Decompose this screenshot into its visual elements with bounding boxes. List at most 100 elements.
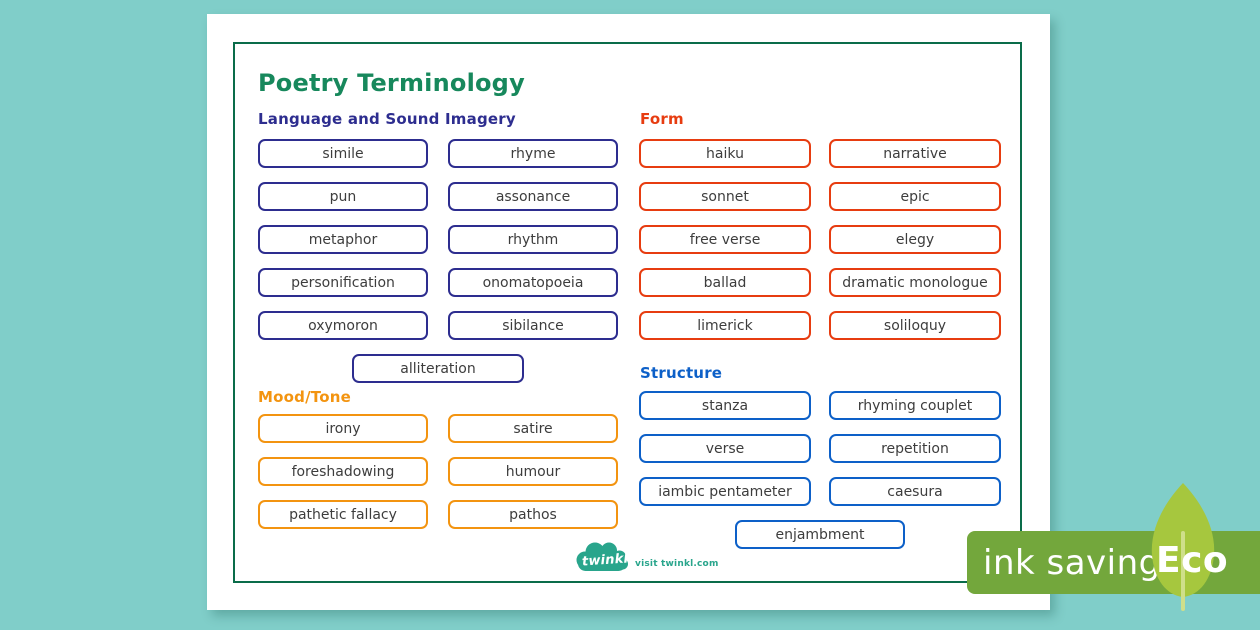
term-row: metaphor rhythm xyxy=(258,225,618,254)
page-title: Poetry Terminology xyxy=(258,69,525,97)
term-box-rhyming-couplet: rhyming couplet xyxy=(829,391,1001,420)
term-row: foreshadowing humour xyxy=(258,457,618,486)
section-header-structure: Structure xyxy=(640,364,723,382)
term-label: assonance xyxy=(495,188,571,205)
term-box-rhythm: rhythm xyxy=(448,225,618,254)
term-label: stanza xyxy=(701,397,749,414)
term-box-stanza: stanza xyxy=(639,391,811,420)
term-box-satire: satire xyxy=(448,414,618,443)
term-box-metaphor: metaphor xyxy=(258,225,428,254)
term-label: free verse xyxy=(689,231,761,248)
section-header-form: Form xyxy=(640,110,684,128)
term-row: pun assonance xyxy=(258,182,618,211)
term-label: pathetic fallacy xyxy=(289,506,397,523)
visit-twinkl-text: visit twinkl.com xyxy=(635,559,719,569)
term-box-foreshadowing: foreshadowing xyxy=(258,457,428,486)
term-box-ballad: ballad xyxy=(639,268,811,297)
term-label: enjambment xyxy=(775,526,865,543)
twinkl-logo: twinkl visit twinkl.com xyxy=(573,540,773,580)
term-label: rhythm xyxy=(507,231,559,248)
term-label: pathos xyxy=(509,506,557,523)
term-box-sibilance: sibilance xyxy=(448,311,618,340)
term-row: sonnet epic xyxy=(639,182,1001,211)
term-box-onomatopoeia: onomatopoeia xyxy=(448,268,618,297)
term-label: epic xyxy=(900,188,930,205)
term-box-repetition: repetition xyxy=(829,434,1001,463)
term-box-dramatic-monologue: dramatic monologue xyxy=(829,268,1001,297)
term-row: iambic pentameter caesura xyxy=(639,477,1001,506)
term-box-soliloquy: soliloquy xyxy=(829,311,1001,340)
term-box-free-verse: free verse xyxy=(639,225,811,254)
term-label: verse xyxy=(705,440,745,457)
term-row: haiku narrative xyxy=(639,139,1001,168)
term-row: stanza rhyming couplet xyxy=(639,391,1001,420)
section-header-language: Language and Sound Imagery xyxy=(258,110,516,128)
term-row: alliteration xyxy=(258,354,618,383)
term-row: ballad dramatic monologue xyxy=(639,268,1001,297)
term-label: dramatic monologue xyxy=(842,274,988,291)
term-box-iambic-pentameter: iambic pentameter xyxy=(639,477,811,506)
term-box-irony: irony xyxy=(258,414,428,443)
term-box-narrative: narrative xyxy=(829,139,1001,168)
term-box-assonance: assonance xyxy=(448,182,618,211)
term-box-epic: epic xyxy=(829,182,1001,211)
term-label: narrative xyxy=(883,145,947,162)
term-row: personification onomatopoeia xyxy=(258,268,618,297)
term-label: haiku xyxy=(706,145,744,162)
term-label: limerick xyxy=(697,317,753,334)
term-label: personification xyxy=(291,274,395,291)
term-box-elegy: elegy xyxy=(829,225,1001,254)
section-header-mood: Mood/Tone xyxy=(258,388,351,406)
eco-leaf-icon xyxy=(1151,483,1215,611)
term-box-caesura: caesura xyxy=(829,477,1001,506)
term-label: irony xyxy=(325,420,361,437)
worksheet-card: Poetry Terminology Language and Sound Im… xyxy=(207,14,1050,610)
term-label: foreshadowing xyxy=(291,463,395,480)
term-label: sibilance xyxy=(502,317,564,334)
term-row: pathetic fallacy pathos xyxy=(258,500,618,529)
section-mood-grid: irony satire foreshadowing humour pathet… xyxy=(258,414,618,529)
term-box-enjambment: enjambment xyxy=(735,520,905,549)
term-label: metaphor xyxy=(308,231,378,248)
term-box-pathetic-fallacy: pathetic fallacy xyxy=(258,500,428,529)
term-row: verse repetition xyxy=(639,434,1001,463)
term-row: oxymoron sibilance xyxy=(258,311,618,340)
term-label: onomatopoeia xyxy=(482,274,584,291)
twinkl-cloud-icon xyxy=(576,542,628,571)
term-box-verse: verse xyxy=(639,434,811,463)
term-box-pun: pun xyxy=(258,182,428,211)
term-label: caesura xyxy=(887,483,943,500)
term-box-personification: personification xyxy=(258,268,428,297)
term-row: free verse elegy xyxy=(639,225,1001,254)
term-label: rhyming couplet xyxy=(857,397,973,414)
section-structure-grid: stanza rhyming couplet verse repetition … xyxy=(639,391,1001,549)
term-box-rhyme: rhyme xyxy=(448,139,618,168)
twinkl-wordmark: twinkl xyxy=(581,551,629,570)
term-label: ballad xyxy=(703,274,747,291)
term-label: rhyme xyxy=(510,145,556,162)
section-language-grid: simile rhyme pun assonance metaphor rhyt… xyxy=(258,139,618,383)
ink-saving-label: ink saving xyxy=(983,542,1161,583)
term-label: repetition xyxy=(881,440,949,457)
term-label: pun xyxy=(329,188,357,205)
term-label: sonnet xyxy=(701,188,749,205)
term-box-simile: simile xyxy=(258,139,428,168)
term-box-pathos: pathos xyxy=(448,500,618,529)
section-form-grid: haiku narrative sonnet epic free verse e… xyxy=(639,139,1001,340)
term-label: soliloquy xyxy=(883,317,947,334)
term-label: humour xyxy=(505,463,561,480)
term-row: limerick soliloquy xyxy=(639,311,1001,340)
term-box-sonnet: sonnet xyxy=(639,182,811,211)
term-row: irony satire xyxy=(258,414,618,443)
term-label: satire xyxy=(513,420,553,437)
term-box-humour: humour xyxy=(448,457,618,486)
eco-label: Eco xyxy=(1156,540,1229,581)
term-label: alliteration xyxy=(400,360,476,377)
term-box-limerick: limerick xyxy=(639,311,811,340)
term-box-oxymoron: oxymoron xyxy=(258,311,428,340)
term-label: iambic pentameter xyxy=(658,483,792,500)
term-box-alliteration: alliteration xyxy=(352,354,524,383)
term-label: oxymoron xyxy=(308,317,378,334)
card-border xyxy=(233,42,1022,583)
